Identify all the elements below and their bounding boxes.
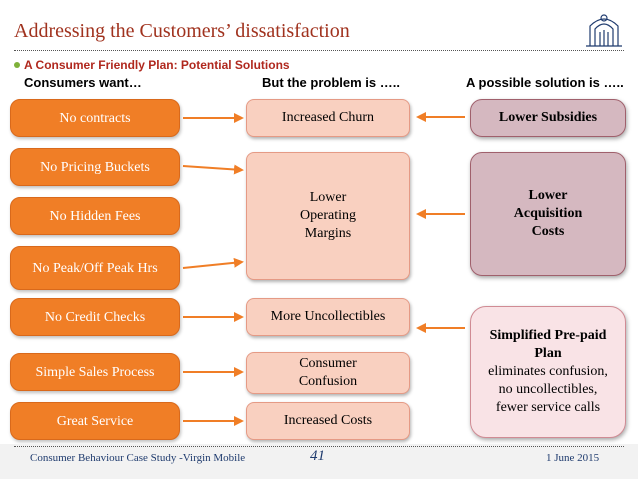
- problem-label: Increased Costs: [283, 413, 373, 428]
- footer-page-number: 41: [310, 448, 325, 464]
- want-label: No contracts: [59, 110, 131, 126]
- problem-box-lower-margins: Lower Operating Margins: [246, 152, 410, 280]
- column-header-wants: Consumers want…: [24, 75, 142, 90]
- column-header-problems: But the problem is …..: [262, 75, 400, 90]
- want-box-no-credit-checks: No Credit Checks: [10, 298, 180, 336]
- solution-body: eliminates confusion, no uncollectibles,…: [488, 364, 608, 415]
- problem-label: More Uncollectibles: [270, 309, 386, 324]
- solution-label: Lower Acquisition Costs: [513, 188, 583, 239]
- problem-box-increased-costs: Increased Costs: [246, 402, 410, 440]
- want-label: No Hidden Fees: [49, 208, 141, 224]
- problem-label: Increased Churn: [281, 110, 375, 125]
- problem-label: Lower Operating Margins: [300, 190, 356, 241]
- footer-bar: [0, 444, 638, 479]
- want-box-no-contracts: No contracts: [10, 99, 180, 137]
- want-box-no-hidden-fees: No Hidden Fees: [10, 197, 180, 235]
- want-label: No Pricing Buckets: [40, 159, 150, 175]
- problem-box-increased-churn: Increased Churn: [246, 99, 410, 137]
- solution-box-lower-acquisition: Lower Acquisition Costs: [470, 152, 626, 276]
- institute-seal-icon: [586, 14, 622, 47]
- arrow-no-pricing-buckets: [182, 164, 244, 175]
- solution-box-prepaid-plan: Simplified Pre-paid Plan eliminates conf…: [470, 306, 626, 438]
- want-label: Simple Sales Process: [35, 364, 155, 380]
- solution-label: Lower Subsidies: [498, 110, 598, 125]
- column-header-solutions: A possible solution is …..: [466, 75, 624, 90]
- problem-box-more-uncollectibles: More Uncollectibles: [246, 298, 410, 336]
- solution-title: Simplified Pre-paid Plan: [489, 328, 607, 361]
- bullet-icon: [14, 62, 20, 68]
- title-divider: [14, 50, 624, 51]
- slide-subtitle: A Consumer Friendly Plan: Potential Solu…: [24, 58, 290, 72]
- solution-box-lower-subsidies: Lower Subsidies: [470, 99, 626, 137]
- want-label: Great Service: [56, 413, 134, 429]
- slide-title: Addressing the Customers’ dissatisfactio…: [14, 20, 350, 42]
- want-box-no-pricing-buckets: No Pricing Buckets: [10, 148, 180, 186]
- problem-box-consumer-confusion: Consumer Confusion: [246, 352, 410, 394]
- footer-divider: [14, 446, 624, 447]
- arrow-no-peak-hrs: [182, 257, 244, 269]
- want-label: No Peak/Off Peak Hrs: [32, 260, 158, 276]
- footer-course-title: Consumer Behaviour Case Study -Virgin Mo…: [30, 452, 246, 464]
- problem-label: Consumer Confusion: [298, 356, 358, 389]
- want-box-simple-sales: Simple Sales Process: [10, 353, 180, 391]
- want-label: No Credit Checks: [44, 309, 146, 325]
- want-box-no-peak-hrs: No Peak/Off Peak Hrs: [10, 246, 180, 290]
- want-box-great-service: Great Service: [10, 402, 180, 440]
- footer-date: 1 June 2015: [546, 452, 600, 464]
